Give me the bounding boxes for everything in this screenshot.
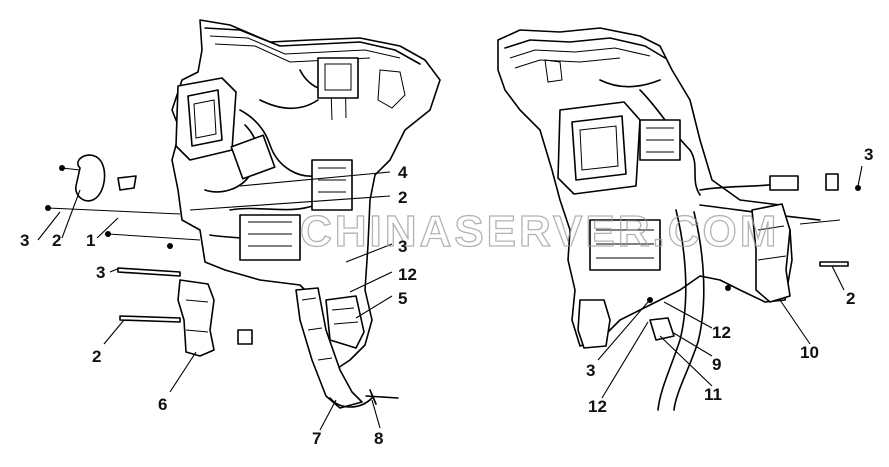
callout-7: 7 [312, 429, 321, 448]
callout-3-bottom: 3 [586, 361, 595, 380]
callout-3-right: 3 [864, 145, 873, 164]
callout-1: 1 [86, 231, 95, 250]
callout-2-left: 2 [52, 231, 61, 250]
callout-5: 5 [398, 289, 407, 308]
left-mid-bracket [325, 295, 365, 349]
right-side-bracket-ribs [757, 225, 787, 261]
right-side-bracket [751, 203, 791, 303]
right-assembly [497, 27, 861, 411]
left-duct-ribs [301, 297, 333, 361]
right-main-panel [497, 27, 793, 347]
callout-3-mid: 3 [398, 237, 407, 256]
leader-lines [37, 165, 863, 431]
left-duct [295, 287, 363, 409]
left-top-ridge [204, 27, 421, 65]
left-wiring-harness [204, 57, 406, 261]
left-duct-foot [329, 397, 373, 408]
right-module-face-inner [579, 125, 619, 171]
callout-12-right: 12 [712, 323, 731, 342]
right-cable-outer [657, 209, 687, 411]
right-top-ridge-detail [509, 47, 651, 69]
callout-10: 10 [800, 343, 819, 362]
callout-2-lower: 2 [92, 347, 101, 366]
callout-2-upper: 2 [398, 188, 407, 207]
callout-8: 8 [374, 429, 383, 448]
right-module-face [571, 115, 627, 181]
callout-12-bottom: 12 [588, 397, 607, 416]
right-fasteners [647, 185, 861, 303]
callout-3-mid-left: 3 [96, 263, 105, 282]
left-lower-bracket [177, 279, 215, 357]
callout-6: 6 [158, 395, 167, 414]
callout-9: 9 [712, 355, 721, 374]
right-lower-bracket [577, 299, 611, 349]
callout-4: 4 [398, 163, 408, 182]
right-top-ridge [504, 37, 666, 59]
right-module-box [557, 101, 641, 195]
left-main-panel [171, 19, 441, 371]
left-bottom-bolt [365, 389, 399, 405]
right-cable-clamp [649, 317, 675, 341]
watermark-text: CHINASERVER.COM [300, 207, 779, 256]
left-lower-clip [237, 329, 253, 345]
left-module-face [187, 89, 223, 147]
left-module-face-inner [193, 99, 217, 139]
left-assembly [45, 19, 441, 409]
left-fasteners [45, 165, 201, 323]
left-module-box [175, 77, 237, 161]
callout-12-left: 12 [398, 265, 417, 284]
callout-3-left: 3 [20, 231, 29, 250]
callout-2-right: 2 [846, 289, 855, 308]
callout-labels: 4 2 3 2 1 3 3 12 5 2 6 7 8 3 2 10 12 9 3… [20, 145, 873, 448]
left-mid-bracket-detail [331, 307, 359, 325]
left-bracket-loop [75, 154, 106, 202]
left-lower-bracket-ribs [185, 299, 209, 333]
callout-11: 11 [704, 385, 722, 404]
right-cable-inner [673, 211, 705, 411]
